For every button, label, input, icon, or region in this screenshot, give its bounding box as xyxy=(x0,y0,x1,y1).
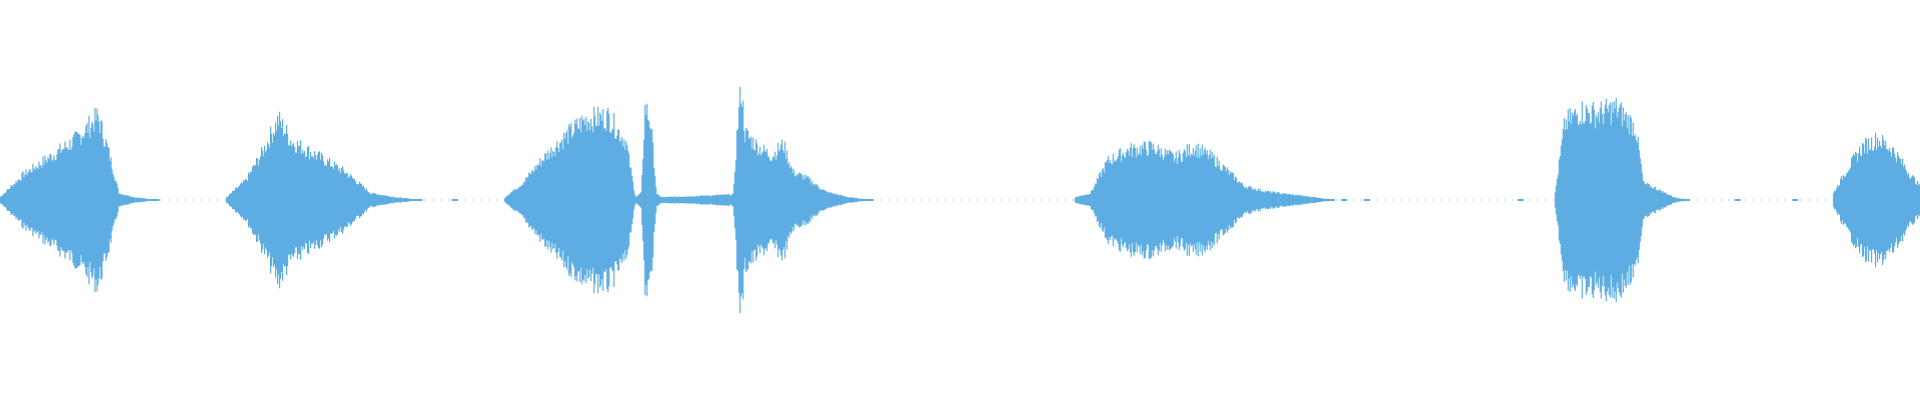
waveform-bars xyxy=(0,107,160,293)
waveform-segment-4 xyxy=(1074,140,1335,260)
waveform-segment-5 xyxy=(1554,97,1690,303)
waveform-bars xyxy=(504,86,874,314)
waveform-segment-3 xyxy=(504,86,874,314)
waveform-segment-1 xyxy=(0,107,160,293)
waveform-bars xyxy=(1554,97,1690,303)
waveform-bars xyxy=(1074,140,1335,260)
waveform-bars xyxy=(226,111,423,289)
waveform-segment-6 xyxy=(1833,132,1920,268)
waveform-segment-2 xyxy=(226,111,423,289)
waveform-bars xyxy=(1833,132,1920,268)
